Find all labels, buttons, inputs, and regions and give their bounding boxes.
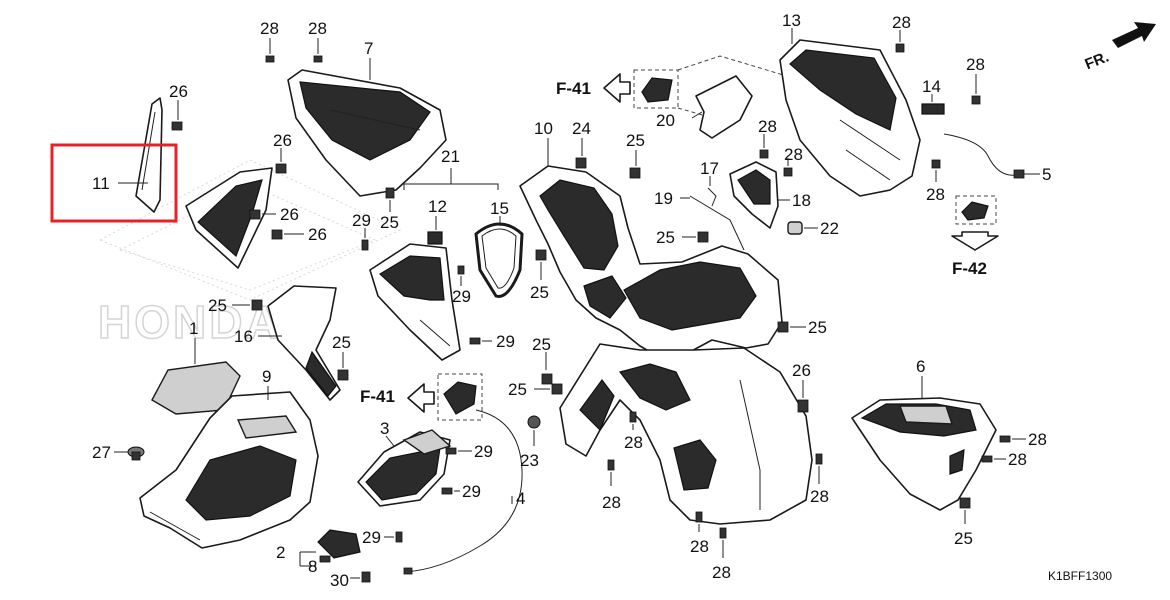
- label-12: 12: [428, 197, 447, 216]
- label-16: 16: [234, 327, 253, 346]
- label-28j: 28: [784, 145, 803, 164]
- part-20-shape: [695, 75, 753, 139]
- label-28f: 28: [712, 563, 731, 582]
- part-6-shape: [851, 397, 997, 511]
- label-26d: 26: [308, 225, 327, 244]
- label-23: 23: [520, 451, 539, 470]
- part-13-shape: [779, 39, 921, 197]
- label-29d: 29: [474, 442, 493, 461]
- f41-ref-lower: F-41: [360, 373, 483, 421]
- ref-f41-upper: F-41: [556, 79, 591, 98]
- label-13: 13: [782, 11, 801, 30]
- part-7-shape: [287, 69, 447, 197]
- label-30: 30: [330, 571, 349, 590]
- label-25f: 25: [656, 228, 675, 247]
- label-25h: 25: [532, 335, 551, 354]
- bolt-28-top-a: [265, 38, 275, 63]
- label-19: 19: [654, 189, 673, 208]
- ref-f42: F-42: [952, 259, 987, 278]
- label-28l: 28: [966, 55, 985, 74]
- drawing-code: K1BFF1300: [1048, 569, 1112, 583]
- label-28i: 28: [758, 117, 777, 136]
- part-15-seal: [474, 222, 524, 298]
- watermark-text: HONDA: [98, 296, 282, 348]
- label-18: 18: [792, 191, 811, 210]
- part-1-shape: [151, 361, 241, 415]
- label-26c: 26: [280, 205, 299, 224]
- part-18-shape: [729, 161, 779, 229]
- label-7: 7: [364, 39, 373, 58]
- grommet-27: [127, 446, 145, 461]
- label-9: 9: [262, 367, 271, 386]
- label-29a: 29: [352, 211, 371, 230]
- label-25e: 25: [530, 283, 549, 302]
- part-16-shape: [267, 285, 341, 401]
- label-25d: 25: [626, 131, 645, 150]
- label-28g: 28: [810, 487, 829, 506]
- f41-ref-upper: F-41: [556, 55, 801, 121]
- label-4: 4: [516, 489, 525, 508]
- label-28d: 28: [602, 493, 621, 512]
- lower-body-frame: [559, 343, 813, 525]
- part-9-shape: [139, 391, 319, 549]
- main-inner-body: [519, 165, 783, 361]
- front-direction-arrow: FR.: [1083, 22, 1156, 73]
- label-5: 5: [1042, 165, 1051, 184]
- f42-ref: F-42: [951, 195, 999, 278]
- honda-watermark: HONDA: [97, 159, 402, 349]
- label-29e: 29: [462, 482, 481, 501]
- label-2: 2: [276, 543, 285, 562]
- label-25b: 25: [208, 296, 227, 315]
- label-27: 27: [92, 443, 111, 462]
- label-28a: 28: [260, 19, 279, 38]
- label-25i: 25: [508, 380, 527, 399]
- label-29f: 29: [362, 528, 381, 547]
- label-28m: 28: [1028, 430, 1047, 449]
- highlight-box: [50, 143, 178, 223]
- label-28h: 28: [892, 13, 911, 32]
- label-28n: 28: [1008, 450, 1027, 469]
- label-25j: 25: [954, 529, 973, 548]
- label-26b: 26: [273, 131, 292, 150]
- label-11: 11: [92, 174, 110, 193]
- label-10: 10: [534, 119, 553, 138]
- label-8: 8: [308, 557, 317, 576]
- label-25c: 25: [332, 333, 351, 352]
- label-1: 1: [189, 319, 198, 338]
- label-20: 20: [656, 111, 675, 130]
- label-24: 24: [572, 119, 591, 138]
- bolt-28-top-b: [313, 38, 323, 63]
- label-28c: 28: [624, 433, 643, 452]
- label-26e: 26: [792, 361, 811, 380]
- label-15: 15: [490, 199, 509, 218]
- bolt-26a: [171, 100, 183, 131]
- label-28k: 28: [926, 185, 945, 204]
- ref-f41-lower: F-41: [360, 387, 395, 406]
- inner-box-shape: [369, 243, 461, 361]
- label-25g: 25: [808, 318, 827, 337]
- label-22: 22: [820, 219, 839, 238]
- bracket-2-shape: [317, 529, 361, 563]
- fr-label: FR.: [1083, 48, 1112, 73]
- label-6: 6: [916, 357, 925, 376]
- label-17: 17: [700, 159, 719, 178]
- bolt-23: [527, 415, 541, 429]
- label-26a: 26: [169, 82, 188, 101]
- part-3-shape: [357, 429, 452, 507]
- label-28e: 28: [690, 537, 709, 556]
- label-28b: 28: [308, 19, 327, 38]
- label-29b: 29: [452, 287, 471, 306]
- label-21: 21: [441, 147, 460, 166]
- label-29c: 29: [496, 332, 515, 351]
- side-cover-panel: [185, 167, 273, 269]
- part-11-shape: [135, 97, 163, 213]
- label-3: 3: [380, 419, 389, 438]
- label-14: 14: [922, 77, 941, 96]
- label-25a: 25: [380, 213, 399, 232]
